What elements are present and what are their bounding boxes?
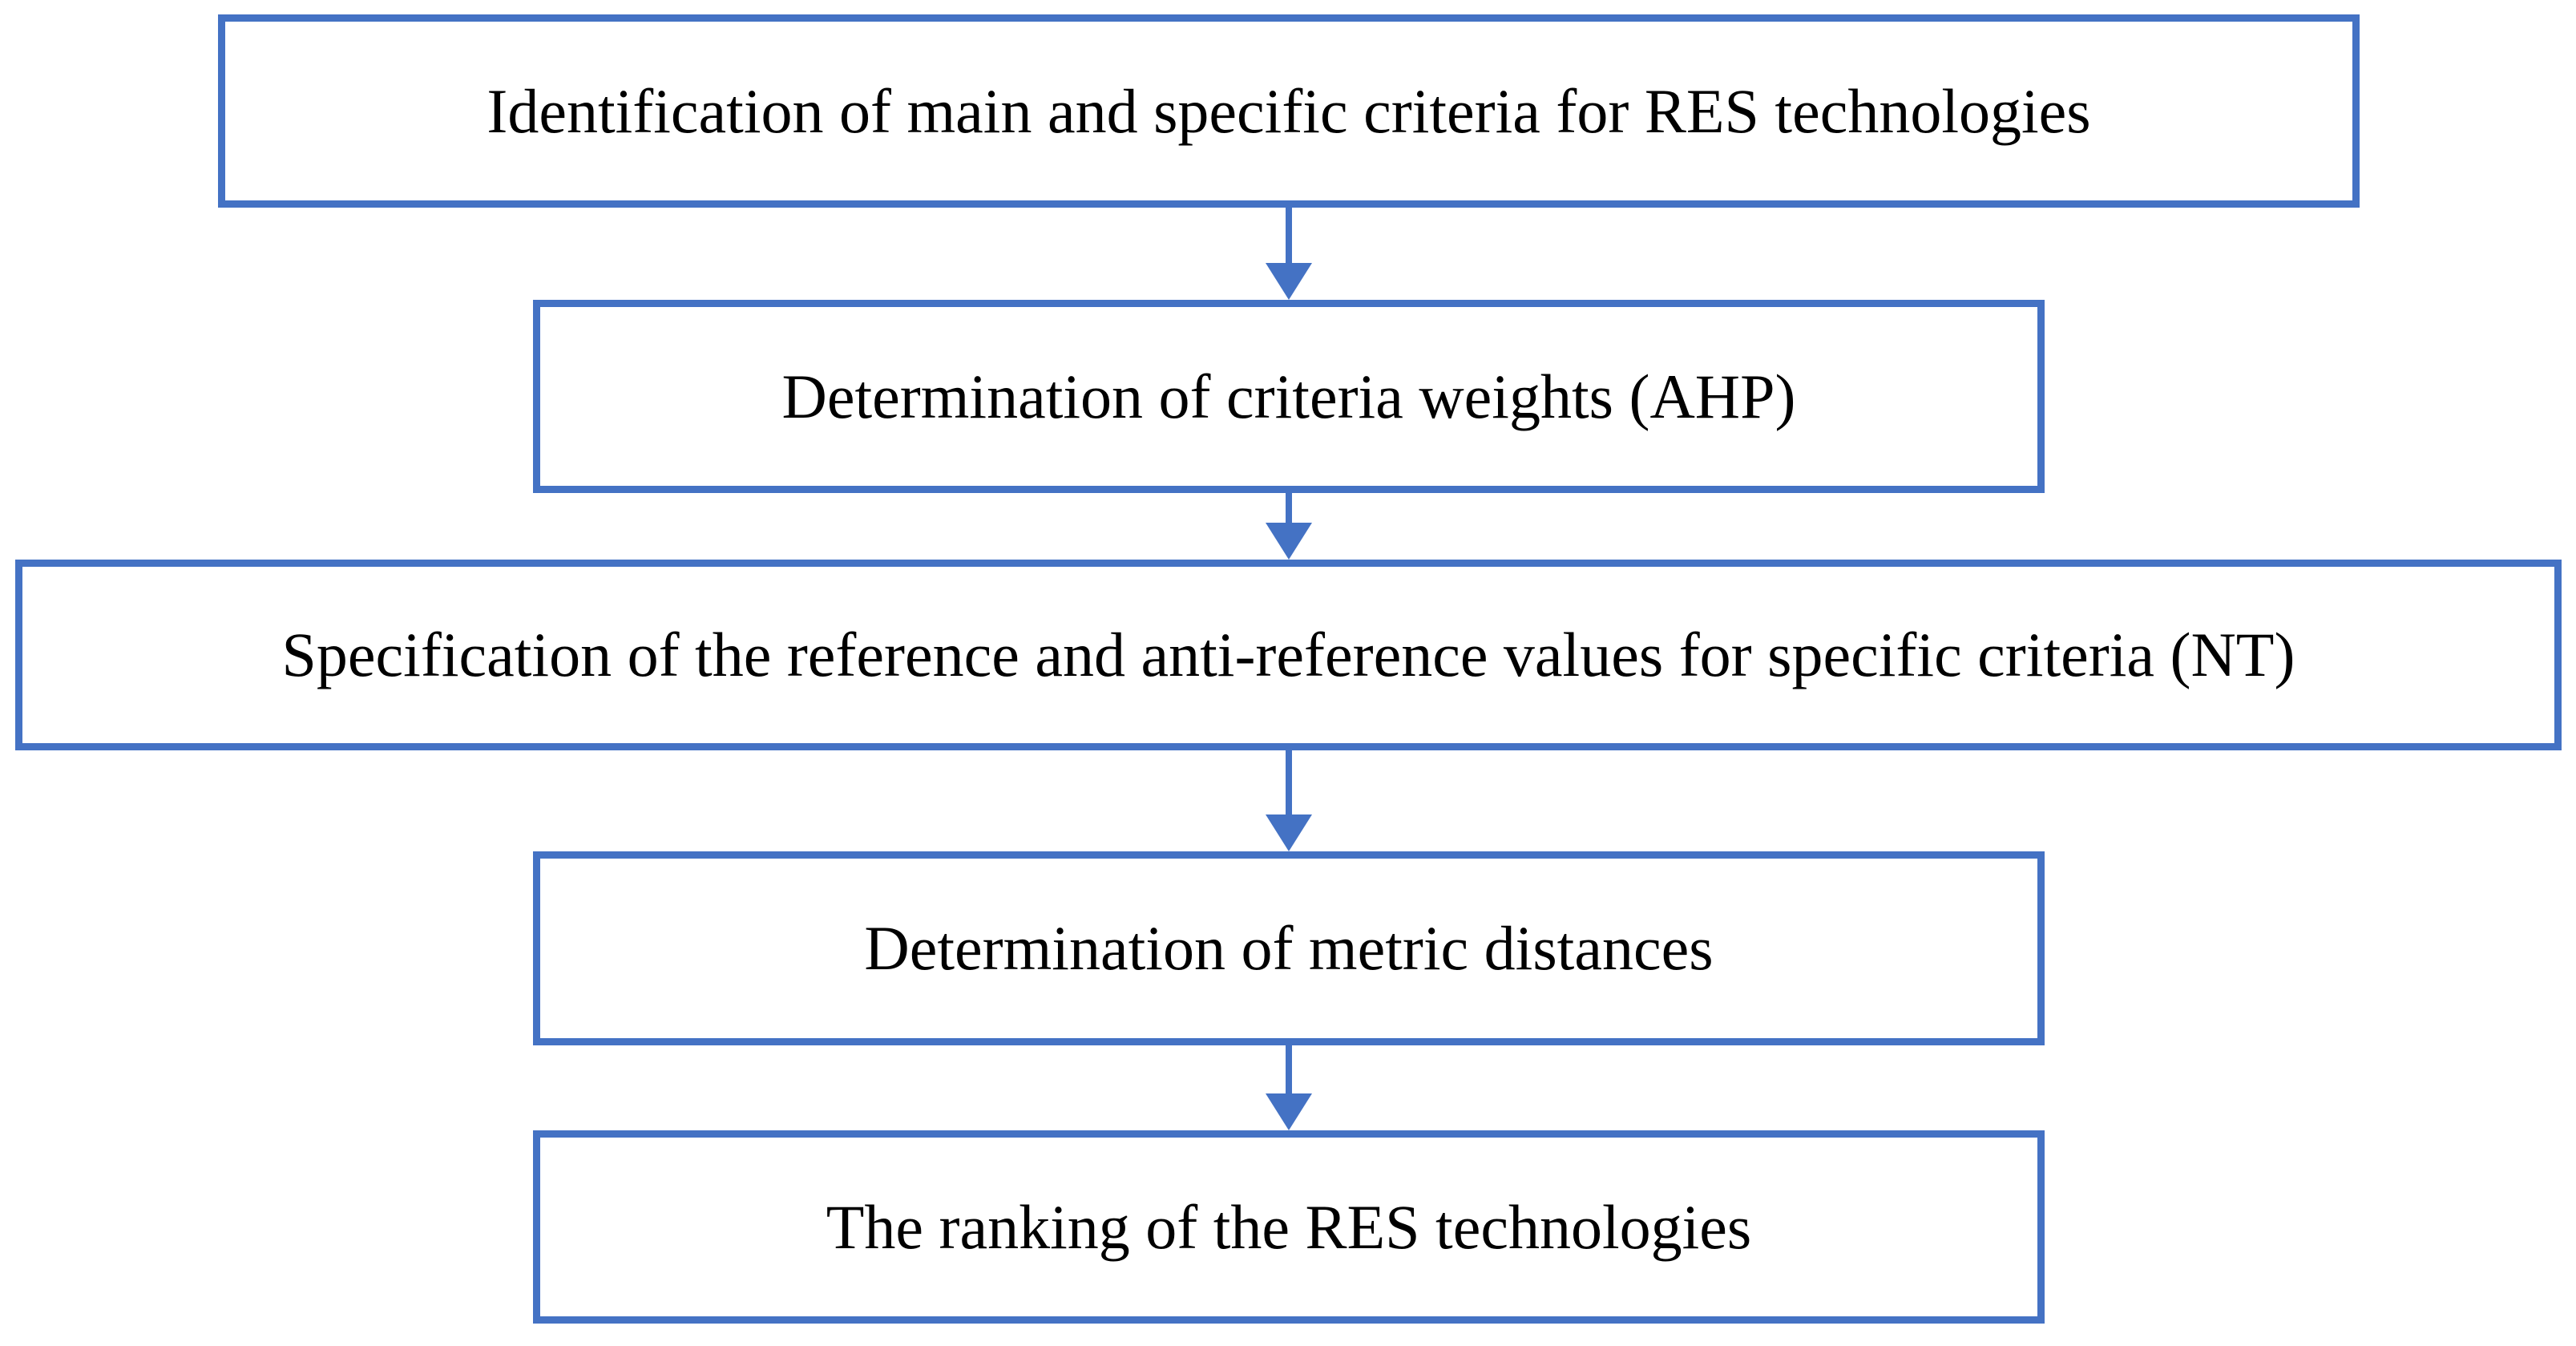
flowchart-node-step-4-label: Determination of metric distances <box>864 913 1714 984</box>
flowchart-node-step-2[interactable]: Determination of criteria weights (AHP) <box>533 300 2045 493</box>
flowchart-node-step-3[interactable]: Specification of the reference and anti-… <box>15 560 2562 750</box>
arrow-shaft <box>1286 493 1292 523</box>
flowchart-arrow-step-3-to-step-4 <box>1266 750 1312 851</box>
arrow-shaft <box>1286 750 1292 814</box>
flowchart-node-step-1-label: Identification of main and specific crit… <box>487 75 2091 146</box>
flowchart-node-step-5[interactable]: The ranking of the RES technologies <box>533 1130 2045 1324</box>
flowchart-node-step-5-label: The ranking of the RES technologies <box>826 1191 1752 1262</box>
flowchart-node-step-4[interactable]: Determination of metric distances <box>533 851 2045 1045</box>
flowchart-arrow-step-1-to-step-2 <box>1266 208 1312 300</box>
flowchart-arrow-step-2-to-step-3 <box>1266 493 1312 560</box>
flowchart-node-step-3-label: Specification of the reference and anti-… <box>281 620 2295 690</box>
arrow-head-down-icon <box>1266 814 1312 851</box>
flowchart-node-step-1[interactable]: Identification of main and specific crit… <box>218 14 2360 208</box>
arrow-shaft <box>1286 1045 1292 1093</box>
flowchart-arrow-step-4-to-step-5 <box>1266 1045 1312 1130</box>
arrow-head-down-icon <box>1266 523 1312 560</box>
arrow-head-down-icon <box>1266 263 1312 300</box>
flowchart-node-step-2-label: Determination of criteria weights (AHP) <box>781 361 1796 431</box>
arrow-shaft <box>1286 208 1292 263</box>
arrow-head-down-icon <box>1266 1093 1312 1130</box>
